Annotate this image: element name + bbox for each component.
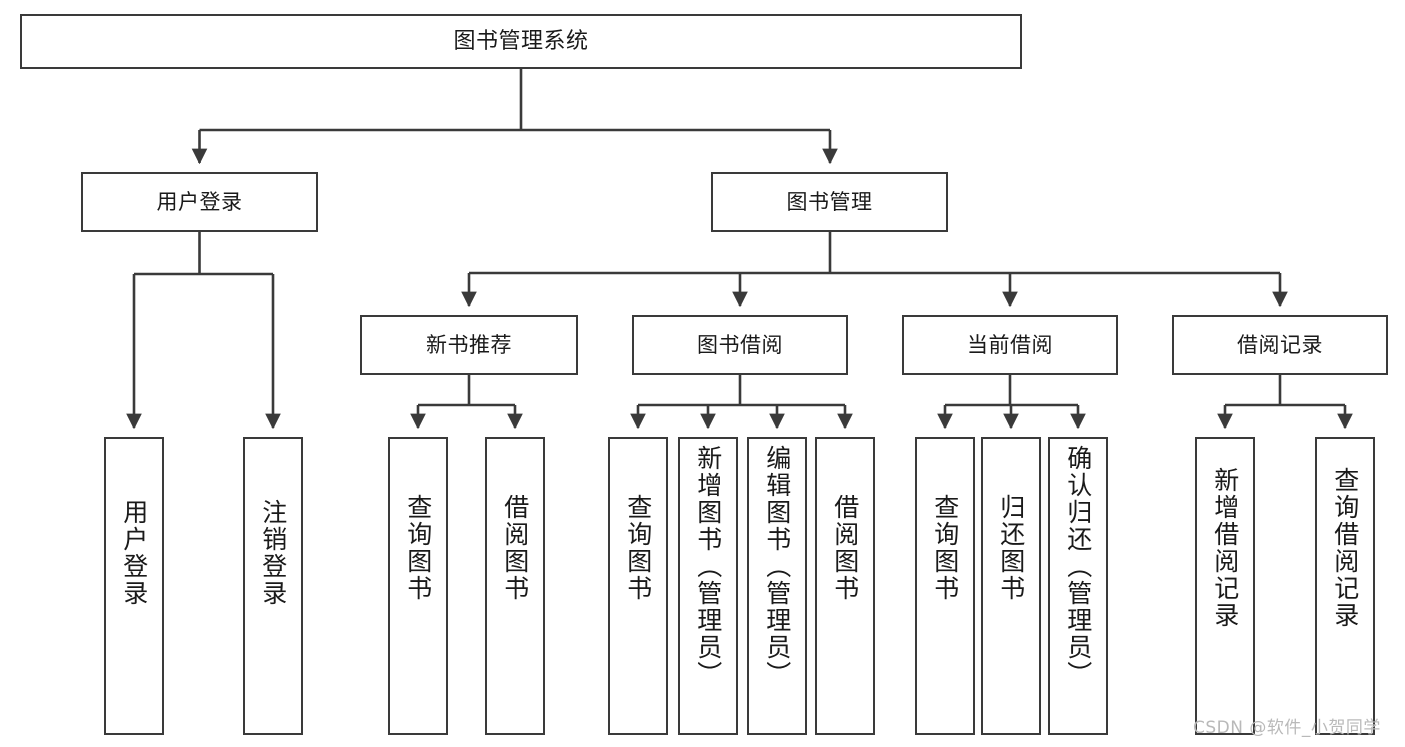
node-current-borrow-label: 当前借阅 xyxy=(967,332,1053,357)
node-leaf-logout[interactable]: 注销登录 xyxy=(243,437,303,735)
node-leaf-query-book-3[interactable]: 查询图书 xyxy=(915,437,975,735)
node-leaf-query-book-2-label: 查询图书 xyxy=(623,494,653,602)
node-leaf-borrow-book-1-label: 借阅图书 xyxy=(500,494,530,602)
node-root[interactable]: 图书管理系统 xyxy=(20,14,1022,69)
node-leaf-user-login[interactable]: 用户登录 xyxy=(104,437,164,735)
node-leaf-edit-book-label: 编辑图书（管理员） xyxy=(762,445,792,688)
node-leaf-borrow-book-2[interactable]: 借阅图书 xyxy=(815,437,875,735)
node-new-book-recommend-label: 新书推荐 xyxy=(426,332,512,357)
node-leaf-query-book-2[interactable]: 查询图书 xyxy=(608,437,668,735)
node-leaf-query-book-3-label: 查询图书 xyxy=(930,494,960,602)
node-leaf-borrow-book-1[interactable]: 借阅图书 xyxy=(485,437,545,735)
node-leaf-add-record[interactable]: 新增借阅记录 xyxy=(1195,437,1255,735)
node-current-borrow[interactable]: 当前借阅 xyxy=(902,315,1118,375)
node-book-borrow-label: 图书借阅 xyxy=(697,332,783,357)
node-leaf-add-book[interactable]: 新增图书（管理员） xyxy=(678,437,738,735)
node-leaf-query-record[interactable]: 查询借阅记录 xyxy=(1315,437,1375,735)
node-new-book-recommend[interactable]: 新书推荐 xyxy=(360,315,578,375)
node-book-borrow[interactable]: 图书借阅 xyxy=(632,315,848,375)
node-user-login[interactable]: 用户登录 xyxy=(81,172,318,232)
node-leaf-logout-label: 注销登录 xyxy=(258,499,288,607)
node-leaf-add-record-label: 新增借阅记录 xyxy=(1210,467,1240,629)
node-leaf-return-book-label: 归还图书 xyxy=(996,494,1026,602)
node-leaf-add-book-label: 新增图书（管理员） xyxy=(693,445,723,688)
node-root-label: 图书管理系统 xyxy=(453,28,589,54)
node-leaf-query-book-1-label: 查询图书 xyxy=(403,494,433,602)
node-leaf-edit-book[interactable]: 编辑图书（管理员） xyxy=(747,437,807,735)
node-leaf-query-book-1[interactable]: 查询图书 xyxy=(388,437,448,735)
node-leaf-user-login-label: 用户登录 xyxy=(119,499,149,607)
csdn-watermark: CSDN @软件_小贺同学 xyxy=(1193,718,1381,738)
node-leaf-confirm-return-label: 确认归还（管理员） xyxy=(1063,445,1093,688)
node-leaf-confirm-return[interactable]: 确认归还（管理员） xyxy=(1048,437,1108,735)
node-borrow-record-label: 借阅记录 xyxy=(1237,332,1323,357)
node-user-login-label: 用户登录 xyxy=(156,189,243,214)
node-leaf-query-record-label: 查询借阅记录 xyxy=(1330,467,1360,629)
node-book-management[interactable]: 图书管理 xyxy=(711,172,948,232)
node-borrow-record[interactable]: 借阅记录 xyxy=(1172,315,1388,375)
node-leaf-borrow-book-2-label: 借阅图书 xyxy=(830,494,860,602)
node-book-management-label: 图书管理 xyxy=(786,189,873,214)
node-leaf-return-book[interactable]: 归还图书 xyxy=(981,437,1041,735)
